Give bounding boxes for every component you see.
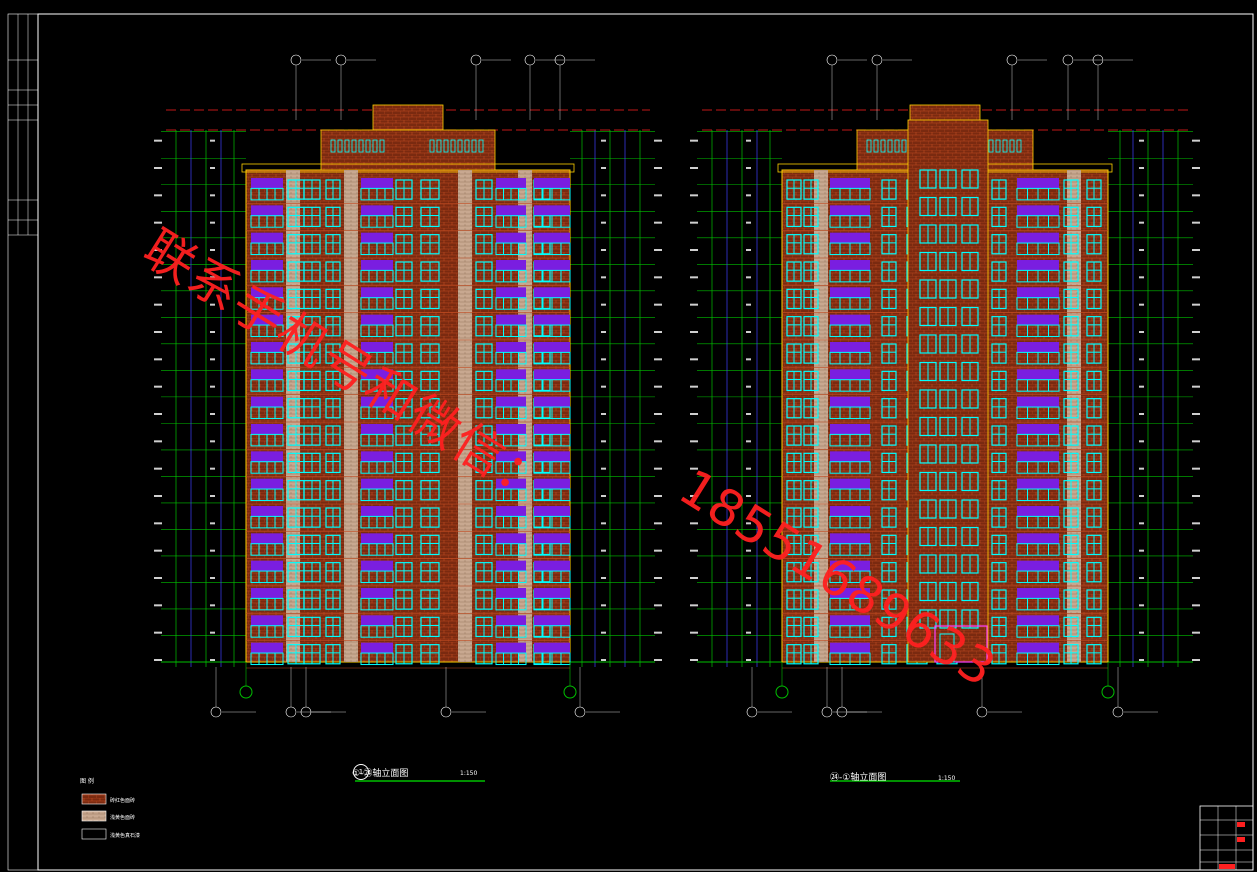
drawing-title-2: ㉔-①轴立面图 bbox=[830, 773, 887, 783]
legend-swatch-tan bbox=[81, 810, 107, 822]
drawing-scale-2: 1:150 bbox=[938, 775, 956, 782]
legend-swatch-blank bbox=[81, 828, 107, 840]
legend-item-blank: 浅黄色真石漆 bbox=[110, 833, 141, 839]
title-axis-circle-left-1: 1 bbox=[353, 764, 369, 780]
drawing-title-1: ①-㉔轴立面图 bbox=[352, 769, 409, 779]
legend-item-tan: 浅黄色面砖 bbox=[110, 815, 136, 821]
elevation-drawing-1 bbox=[154, 54, 662, 782]
elevation-drawing-2 bbox=[690, 54, 1200, 782]
title-strip bbox=[7, 13, 39, 871]
legend-heading: 图 例 bbox=[80, 778, 94, 785]
drawing-scale-1: 1:150 bbox=[460, 770, 478, 777]
legend-swatch-brick bbox=[81, 793, 107, 805]
legend-graphic bbox=[81, 793, 107, 840]
title-strip-cells bbox=[8, 14, 38, 236]
legend-item-brick: 砖红色面砖 bbox=[110, 798, 136, 804]
title-block bbox=[1199, 805, 1254, 871]
